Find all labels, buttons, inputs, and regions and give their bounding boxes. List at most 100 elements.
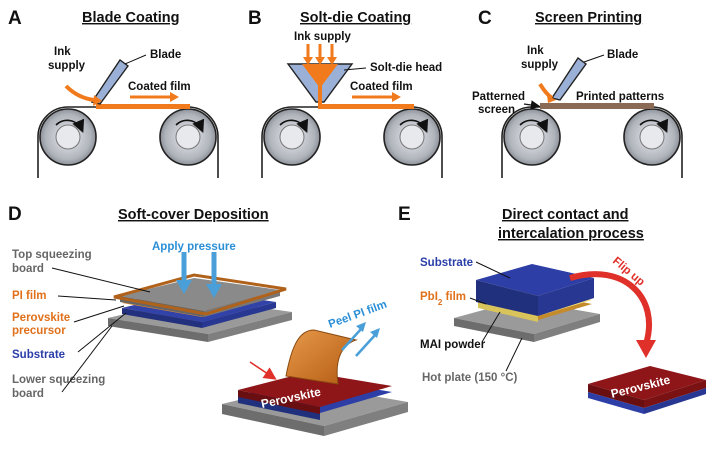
panel-d-top-board-leader (51, 267, 151, 293)
panel-e-stack (454, 264, 600, 342)
panel-d-pressure-arrows (176, 252, 222, 298)
panel-d-transition-arrow (249, 361, 277, 380)
panel-b: B Solt-die Coating Ink supply Sol (248, 8, 443, 178)
panel-e-pbi-label: PbI2 film (420, 291, 466, 307)
panel-c-screen-arrow (523, 100, 541, 110)
panel-d-letter: D (8, 204, 22, 225)
panel-e-result-substrate-front (588, 392, 644, 414)
panel-c-screen-label-2: screen (478, 104, 515, 116)
panel-b-head-label: Solt-die head (370, 62, 442, 74)
panel-a-blade-label: Blade (150, 49, 181, 61)
panel-a: A Blade Coating Ink supply Blade Coated … (8, 8, 219, 178)
panel-e-pbi-film-front (478, 302, 538, 322)
panel-e-title-2: intercalation process (498, 226, 644, 242)
panel-d-result-substrate-front (238, 396, 320, 420)
panel-a-roller-left (39, 108, 97, 166)
panel-d-result-board-side (324, 402, 408, 436)
panel-c-title: Screen Printing (535, 10, 642, 26)
panel-d-substrate-front (122, 308, 202, 328)
panel-e-substrate-top (476, 264, 594, 296)
panel-d-peeled-pi-film (285, 329, 358, 385)
panel-a-coated-film (96, 104, 190, 109)
panel-d-substrate-leader (77, 312, 127, 353)
panel-d-pressure-label: Apply pressure (152, 241, 236, 253)
panel-b-roller-right (383, 108, 441, 166)
panel-a-blade-leader (124, 54, 147, 65)
panel-b-ink-arrows (303, 44, 337, 65)
panel-e-pbi-leader (469, 297, 487, 305)
panel-d-result-board-front (222, 404, 324, 436)
panel-a-ink-arrow (64, 84, 95, 102)
panel-d-top-board-top (120, 278, 280, 311)
panel-c-roller-left (503, 108, 561, 166)
panel-c: C Screen Printing Ink supply Blade Patte… (472, 8, 683, 178)
panel-b-film-arrowhead (392, 92, 401, 102)
panel-e-mai-label: MAI powder (420, 339, 486, 351)
panel-c-blade-leader (583, 54, 605, 63)
panel-d-lower-board-side (208, 312, 292, 342)
panel-b-head-leader (343, 67, 367, 71)
panel-e-flip-arrow (569, 271, 653, 345)
panel-c-ink-arrow (538, 82, 554, 100)
panel-a-title: Blade Coating (82, 10, 179, 26)
panel-e-substrate-leader (475, 261, 511, 279)
panel-d-pi-film (113, 273, 287, 316)
panel-e-substrate-front (476, 280, 538, 316)
panel-a-roller-right (159, 108, 217, 166)
panel-b-film-label: Coated film (350, 81, 413, 93)
panel-e-pbi-subscript: 2 (438, 298, 443, 307)
panel-c-blade-label: Blade (607, 49, 638, 61)
panel-b-title: Solt-die Coating (300, 10, 411, 26)
panel-e-result-substrate-side (644, 388, 706, 414)
panel-b-ink-slot (318, 86, 322, 104)
panel-c-printed-patterns (540, 103, 654, 109)
panel-a-ink-label-1: Ink (54, 46, 71, 58)
panel-e-pbi-text: PbI (420, 291, 438, 303)
panel-e-result-side (644, 380, 706, 408)
panel-d-lower-board-front (108, 318, 208, 342)
panel-d-lower-board-leader (61, 325, 113, 393)
panel-d-precursor-leader (73, 305, 125, 323)
panel-e-hot-plate-front (454, 318, 534, 342)
panel-c-patterns-label: Printed patterns (576, 91, 664, 103)
panel-d-top-board-label-2: board (12, 263, 44, 275)
panel-d-substrate-side (202, 302, 276, 328)
panel-d-pi-label: PI film (12, 290, 47, 302)
panel-e-hot-plate-side (534, 314, 600, 342)
panel-e: E Direct contact and intercalation proce… (398, 204, 706, 414)
panel-e-result-top (588, 366, 706, 400)
panel-e-title-1: Direct contact and (502, 207, 629, 223)
panel-b-ink-reservoir (302, 64, 338, 88)
panel-c-roller-right (623, 108, 681, 166)
panel-d-result-stack (222, 329, 408, 436)
panel-d-lower-board-label-2: board (12, 388, 44, 400)
panel-c-screen-label-1: Patterned (472, 91, 525, 103)
panel-a-ink-label-2: supply (48, 60, 86, 72)
panel-d-lower-board-label-1: Lower squeezing (12, 374, 105, 386)
panel-d-stack (108, 273, 292, 342)
panel-e-hot-plate-leader (505, 337, 523, 372)
panel-c-ink-label-2: supply (521, 59, 559, 71)
panel-a-letter: A (8, 8, 22, 29)
panel-d-pi-leader (57, 295, 117, 301)
panel-d-substrate-label: Substrate (12, 349, 65, 361)
panel-e-substrate-side (538, 278, 594, 316)
panel-d-result-perovskite (238, 372, 392, 407)
panel-e-hot-plate-label: Hot plate (150 °C) (422, 372, 518, 384)
panel-e-letter: E (398, 204, 411, 225)
panel-d-title: Soft-cover Deposition (118, 207, 269, 223)
panel-e-result-front (588, 384, 644, 408)
panel-b-coated-film (318, 104, 414, 109)
panel-e-pbi-rest: film (442, 291, 466, 303)
panel-d-precursor-label-1: Perovskite (12, 312, 70, 324)
panel-e-result (588, 366, 706, 414)
panel-d-precursor-label-2: precursor (12, 325, 66, 337)
panel-d-result-perovskite-front (238, 390, 320, 414)
panel-d-top-board-label-1: Top squeezing (12, 249, 92, 261)
panel-a-film-label: Coated film (128, 81, 191, 93)
panel-c-blade (550, 56, 587, 101)
panel-a-ink-arrowhead (93, 95, 102, 106)
panel-b-ink-label: Ink supply (294, 31, 351, 43)
